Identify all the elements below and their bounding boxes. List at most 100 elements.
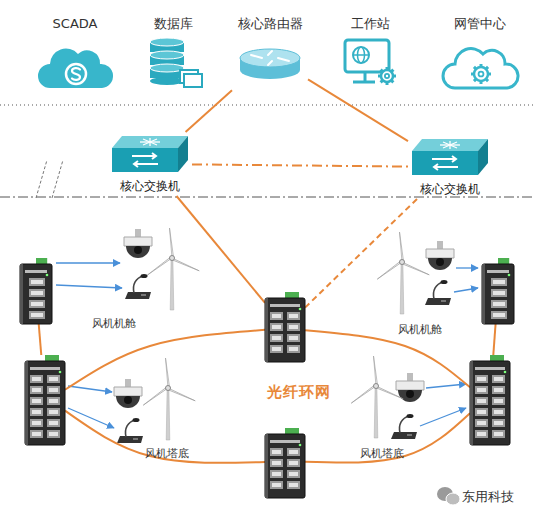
database-disk-top — [150, 38, 184, 46]
core-switch-icon — [108, 132, 192, 176]
switch-led — [46, 274, 49, 277]
device-link — [454, 288, 478, 292]
switch-port-hole — [494, 388, 503, 392]
industrial-switch-icon — [265, 292, 305, 362]
switch-body — [25, 361, 65, 445]
switch-port-hole — [477, 399, 486, 403]
switch-port-hole — [289, 483, 298, 487]
switch-port-hole — [272, 325, 281, 329]
system-icon — [30, 36, 120, 100]
switch-port — [475, 386, 488, 394]
switch-front — [412, 151, 478, 175]
switch-mark — [443, 142, 457, 148]
switch-port — [29, 300, 45, 308]
switch-top — [412, 139, 488, 151]
switch-port-hole — [31, 313, 43, 317]
switch-port — [287, 345, 300, 353]
turbine-symbol — [145, 228, 199, 310]
network-device: 光纤环网 — [265, 292, 305, 362]
s-glyph — [72, 68, 80, 80]
switch-port-hole — [494, 432, 503, 436]
switch-port-hole — [31, 291, 43, 295]
monitor-frame — [345, 40, 389, 72]
device-link — [56, 262, 120, 263]
node-label: 风机塔底 — [145, 446, 189, 462]
switch-port-hole — [49, 388, 58, 392]
switch-port-hole — [494, 421, 503, 425]
router-arrow — [268, 51, 272, 55]
cloud-icon — [38, 49, 113, 88]
system-icon — [128, 36, 218, 100]
network-device: 风机塔底 — [25, 355, 65, 445]
switch-port — [491, 278, 507, 286]
switch-port-hole — [32, 388, 41, 392]
switch-plate — [270, 440, 300, 443]
switch-plate — [270, 304, 300, 307]
switch-port-hole — [32, 421, 41, 425]
watermark: 东用科技 — [462, 488, 514, 506]
switch-port-hole — [289, 347, 298, 351]
device-link — [56, 285, 122, 288]
switch-side — [478, 139, 488, 175]
switch-edge — [265, 434, 268, 498]
camera-symbol — [124, 229, 152, 258]
switch-port — [475, 375, 488, 383]
switch-port-hole — [49, 410, 58, 414]
switch-port — [29, 278, 45, 286]
fiber-link — [493, 324, 495, 355]
switch-port-hole — [272, 472, 281, 476]
switch-port — [475, 430, 488, 438]
switch-plate — [30, 367, 60, 370]
switch-port — [492, 386, 505, 394]
switch-port — [492, 397, 505, 405]
industrial-switch-icon — [482, 258, 514, 324]
switch-top — [112, 136, 188, 148]
cloud-icon — [443, 49, 518, 88]
switch-port — [270, 459, 283, 467]
gear-hole — [479, 72, 484, 77]
switch-port — [30, 419, 43, 427]
switch-port-hole — [32, 399, 41, 403]
network-device: 核心交换机 — [408, 135, 492, 199]
gear-ring — [381, 70, 393, 82]
switch-side — [178, 136, 188, 172]
switch-port — [270, 312, 283, 320]
node-label: 风机机舱 — [398, 322, 442, 338]
network-device: 工作站 — [325, 16, 415, 100]
switch-port — [491, 311, 507, 319]
switch-port — [270, 323, 283, 331]
switch-port — [30, 397, 43, 405]
switch-port-hole — [272, 314, 281, 318]
node-label: 风机塔底 — [360, 446, 404, 462]
switch-port-hole — [289, 461, 298, 465]
switch-port — [47, 375, 60, 383]
globe — [353, 47, 369, 63]
watermark-bubble — [446, 493, 460, 505]
network-device: 风机塔底 — [470, 355, 510, 445]
switch-port — [287, 312, 300, 320]
switch-port — [492, 408, 505, 416]
switch-port-hole — [493, 280, 505, 284]
switch-port — [29, 289, 45, 297]
device-link — [68, 386, 112, 392]
fiber-link — [308, 79, 408, 141]
switch-mark — [143, 139, 157, 145]
switch-edge — [20, 264, 23, 324]
gear-symbol — [378, 67, 396, 85]
network-device — [265, 428, 305, 498]
switch-port-hole — [289, 336, 298, 340]
switch-arrow — [432, 156, 456, 162]
system-icon — [232, 36, 308, 96]
switch-port-hole — [477, 421, 486, 425]
switch-arrow — [134, 161, 158, 167]
icon-ring — [66, 64, 86, 84]
switch-plate — [487, 270, 509, 273]
switch-port — [30, 386, 43, 394]
monitor-foot — [353, 81, 375, 84]
database-disk-top — [150, 64, 184, 72]
switch-port-hole — [31, 302, 43, 306]
core-switch-icon — [408, 135, 492, 179]
node-label: 风机机舱 — [92, 316, 136, 332]
switch-arrow — [132, 153, 156, 159]
industrial-switch-icon — [20, 258, 52, 324]
